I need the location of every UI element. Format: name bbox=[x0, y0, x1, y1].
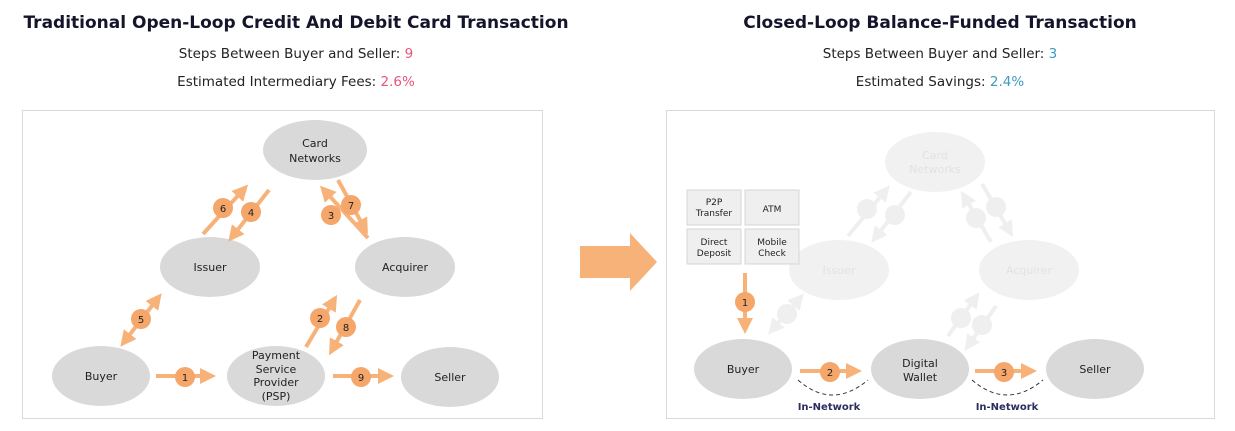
steps-label: Steps Between Buyer and Seller: bbox=[178, 46, 405, 62]
savings-value: 2.4% bbox=[989, 74, 1025, 90]
node-label: Card bbox=[302, 137, 328, 150]
step-badge-8: 8 bbox=[343, 323, 349, 334]
node-label: Card bbox=[922, 149, 948, 162]
left-title: Traditional Open-Loop Credit And Debit C… bbox=[23, 13, 569, 33]
right-steps: Steps Between Buyer and Seller: 3 bbox=[640, 46, 1235, 62]
node-label: Service bbox=[256, 363, 297, 376]
node-label: Payment bbox=[252, 349, 301, 362]
node-label: Networks bbox=[909, 163, 961, 176]
steps-value: 3 bbox=[1048, 46, 1058, 62]
node-seller: Seller bbox=[401, 347, 499, 407]
ghost-node-card-networks: Card Networks bbox=[885, 132, 985, 192]
node-digital-wallet: Digital Wallet bbox=[871, 339, 969, 399]
in-network-label: In-Network bbox=[976, 402, 1039, 413]
source-p2p: Transfer bbox=[695, 209, 732, 219]
ghost-node-issuer: Issuer bbox=[789, 240, 889, 300]
step-badge-2: 2 bbox=[317, 314, 323, 325]
steps-value: 9 bbox=[404, 46, 414, 62]
step-badge-6: 6 bbox=[220, 204, 226, 215]
left-fees: Estimated Intermediary Fees: 2.6% bbox=[0, 74, 592, 90]
node-psp: Payment Service Provider (PSP) bbox=[227, 346, 325, 406]
step-badge-7: 7 bbox=[348, 201, 354, 212]
step-badge-9: 9 bbox=[358, 373, 364, 384]
closed-step-badge-1: 1 bbox=[742, 298, 748, 309]
node-label: Digital bbox=[902, 357, 938, 370]
source-direct-deposit: Deposit bbox=[697, 249, 732, 259]
source-atm: ATM bbox=[763, 205, 782, 215]
in-network-label: In-Network bbox=[798, 402, 861, 413]
source-p2p: P2P bbox=[706, 198, 723, 208]
source-direct-deposit: Direct bbox=[701, 238, 728, 248]
node-label: Provider bbox=[253, 376, 299, 389]
node-label: Issuer bbox=[194, 261, 227, 274]
source-mobile-check: Check bbox=[758, 249, 786, 259]
node-label: Wallet bbox=[903, 371, 938, 384]
closed-step-badge-3: 3 bbox=[1001, 368, 1007, 379]
in-network-arcs bbox=[797, 379, 1044, 396]
fees-value: 2.6% bbox=[380, 74, 415, 90]
fees-label: Estimated Intermediary Fees: bbox=[177, 74, 381, 90]
steps-label: Steps Between Buyer and Seller: bbox=[822, 46, 1049, 62]
step-badge-4: 4 bbox=[248, 208, 254, 219]
right-title: Closed-Loop Balance-Funded Transaction bbox=[743, 13, 1137, 33]
ghost-node-acquirer: Acquirer bbox=[979, 240, 1079, 300]
funding-sources-grid: P2P Transfer ATM Direct Deposit Mobile C… bbox=[686, 189, 800, 265]
step-badge-3: 3 bbox=[328, 211, 334, 222]
node-label: Seller bbox=[1079, 363, 1111, 376]
closed-step-badge-2: 2 bbox=[827, 368, 833, 379]
savings-label: Estimated Savings: bbox=[855, 74, 990, 90]
node-buyer-closed: Buyer bbox=[694, 339, 792, 399]
node-label: Networks bbox=[289, 152, 341, 165]
node-label: (PSP) bbox=[262, 390, 291, 403]
node-acquirer: Acquirer bbox=[355, 237, 455, 297]
node-label: Acquirer bbox=[1006, 264, 1052, 277]
right-savings: Estimated Savings: 2.4% bbox=[640, 74, 1235, 90]
node-seller-closed: Seller bbox=[1046, 339, 1144, 399]
left-steps: Steps Between Buyer and Seller: 9 bbox=[0, 46, 592, 62]
node-label: Acquirer bbox=[382, 261, 428, 274]
node-buyer: Buyer bbox=[52, 346, 150, 406]
source-mobile-check: Mobile bbox=[757, 238, 787, 248]
node-card-networks: Card Networks bbox=[263, 120, 367, 180]
step-badge-1: 1 bbox=[182, 373, 188, 384]
node-label: Buyer bbox=[85, 370, 118, 383]
node-label: Issuer bbox=[823, 264, 856, 277]
node-issuer: Issuer bbox=[160, 237, 260, 297]
step-badge-5: 5 bbox=[138, 315, 144, 326]
node-label: Buyer bbox=[727, 363, 760, 376]
node-label: Seller bbox=[434, 371, 466, 384]
transition-arrow-icon bbox=[580, 233, 657, 291]
